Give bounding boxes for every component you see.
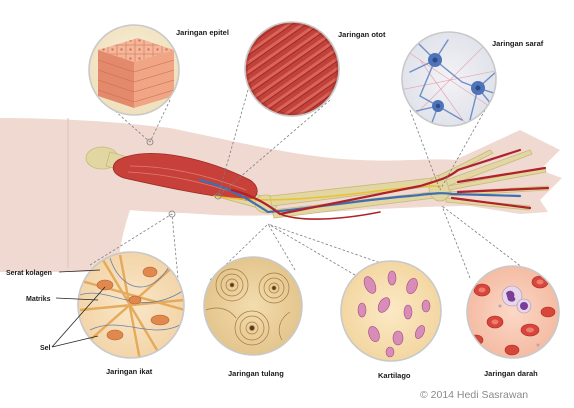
label-jaringan-saraf: Jaringan saraf: [492, 39, 544, 48]
red-blood-cell: [541, 307, 555, 317]
cell: [143, 267, 157, 277]
chondrocyte: [386, 347, 394, 357]
white-blood-cell: [517, 299, 531, 313]
label-jaringan-otot: Jaringan otot: [338, 30, 386, 39]
label-matriks: Matriks: [26, 296, 51, 303]
red-blood-cell: [505, 345, 519, 355]
label-jaringan-darah: Jaringan darah: [484, 369, 538, 378]
chondrocyte: [393, 331, 403, 345]
osteon: [216, 269, 248, 301]
label-serat-kolagen: Serat kolagen: [6, 270, 52, 277]
label-jaringan-ikat: Jaringan ikat: [106, 367, 153, 376]
copyright-text: © 2014 Hedi Sasrawan: [420, 389, 528, 401]
label-jaringan-tulang: Jaringan tulang: [228, 369, 284, 378]
cell: [129, 296, 141, 304]
chondrocyte: [404, 305, 412, 319]
cell: [151, 315, 169, 325]
tissue-circle-tulang: [204, 257, 302, 355]
chondrocyte: [422, 300, 430, 312]
label-sel: Sel: [40, 345, 51, 352]
tissue-circle-kartilago: [341, 261, 441, 361]
tissue-circle-epitel: [89, 25, 179, 115]
arm-illustration: [0, 118, 562, 272]
cell: [107, 330, 123, 340]
chondrocyte: [388, 271, 396, 285]
chondrocyte: [358, 303, 366, 317]
osteon: [235, 311, 269, 345]
cell: [97, 280, 113, 290]
label-jaringan-epitel: Jaringan epitel: [176, 28, 229, 37]
tissue-circle-saraf: [400, 32, 500, 130]
tissue-circle-otot: [245, 22, 339, 116]
label-kartilago: Kartilago: [378, 371, 411, 380]
tissue-circle-darah: [467, 266, 559, 358]
tissue-circle-ikat: [78, 252, 185, 360]
